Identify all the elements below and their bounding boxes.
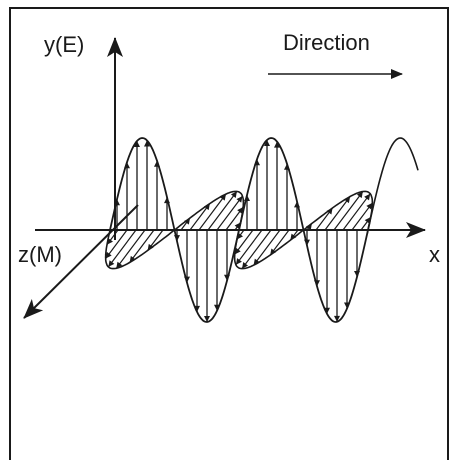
electric-vector-arrowhead — [294, 201, 300, 207]
electric-vector-arrowhead — [354, 271, 360, 277]
magnetic-vector-arrowhead — [148, 244, 154, 251]
magnetic-vector-arrowhead — [290, 234, 296, 241]
magnetic-vector-arrowhead — [236, 196, 242, 203]
magnetic-vector-arrowhead — [184, 218, 190, 225]
electric-vector-arrowhead — [304, 240, 310, 246]
electric-vector-arrowhead — [254, 159, 260, 165]
electric-vector-arrowhead — [184, 277, 190, 283]
magnetic-vector-arrowhead — [327, 208, 333, 215]
z-axis-label: z(M) — [18, 242, 62, 267]
electric-vector-arrowhead — [124, 162, 130, 168]
y-axis-label: y(E) — [44, 32, 84, 57]
magnetic-vector-arrowhead — [236, 258, 242, 265]
magnetic-vector-arrowhead — [204, 204, 210, 211]
magnetic-vector-arrowhead — [108, 260, 114, 267]
magnetic-vector-arrowhead — [364, 194, 370, 201]
electric-vector-arrowhead — [244, 195, 250, 201]
electric-vector-arrowhead — [284, 164, 290, 170]
electric-vector-arrowhead — [314, 280, 320, 286]
electric-vector-arrowhead — [164, 197, 170, 203]
direction-label: Direction — [283, 30, 370, 55]
electric-wave-continuation — [370, 138, 418, 221]
electric-vector-arrowhead — [174, 235, 180, 241]
electric-vector-arrowhead — [154, 161, 160, 167]
figure-frame — [10, 8, 448, 460]
magnetic-vector-arrowhead — [270, 248, 276, 255]
x-axis-label: x — [429, 242, 440, 267]
electric-vector-arrowhead — [224, 275, 230, 281]
